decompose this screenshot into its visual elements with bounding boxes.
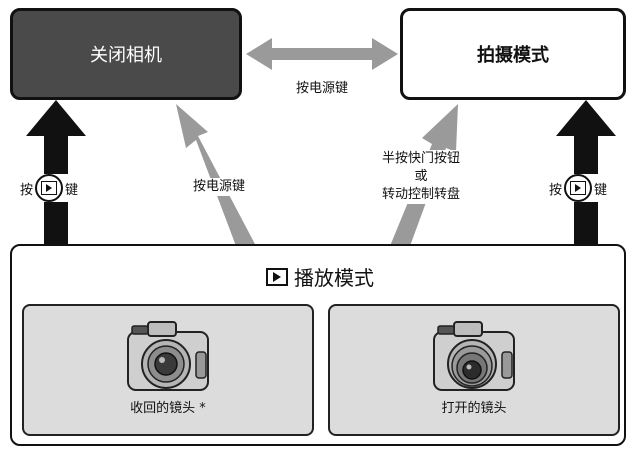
key-text-left: 键 (65, 182, 79, 198)
shutter-label-line1: 半按快门按钮 (381, 151, 460, 166)
black-double-arrow-right (556, 100, 616, 304)
playback-button-icon (564, 174, 593, 202)
playback-key-label-right: 按 键 (549, 174, 608, 202)
camera-panel-extended: 打开的镜头 (328, 304, 620, 436)
state-shooting-label: 拍摄模式 (477, 45, 549, 66)
camera-icon (433, 321, 515, 391)
state-off-label: 关闭相机 (90, 45, 162, 66)
state-playback-mode: 播放模式 收回的镜头 * 打开的镜头 (10, 244, 626, 446)
playback-mode-title: 播放模式 (12, 262, 628, 291)
state-camera-off: 关闭相机 (10, 8, 242, 100)
shutter-transition-label: 半按快门按钮 或 转动控制转盘 (362, 150, 480, 204)
shutter-label-line2: 或 (414, 169, 428, 184)
playback-key-label-left: 按 键 (20, 174, 79, 202)
camera-panel-retracted: 收回的镜头 * (22, 304, 314, 436)
power-key-label-diagonal: 按电源键 (176, 178, 262, 196)
camera-icon (127, 321, 209, 391)
playback-mode-label: 播放模式 (294, 266, 374, 290)
gray-double-arrow-horizontal (246, 38, 398, 70)
shutter-label-line3: 转动控制转盘 (381, 187, 460, 202)
press-text-left: 按 (20, 182, 34, 198)
state-shooting-mode: 拍摄模式 (400, 8, 626, 100)
gray-arrow-to-off (176, 104, 256, 246)
retracted-lens-caption: 收回的镜头 * (130, 401, 206, 416)
key-text-right: 键 (594, 182, 608, 198)
press-text-right: 按 (549, 182, 563, 198)
black-double-arrow-left (26, 100, 86, 304)
playback-icon (266, 267, 288, 286)
extended-lens-caption: 打开的镜头 (441, 401, 507, 416)
playback-button-icon (35, 174, 64, 202)
power-key-label-top: 按电源键 (270, 80, 374, 98)
